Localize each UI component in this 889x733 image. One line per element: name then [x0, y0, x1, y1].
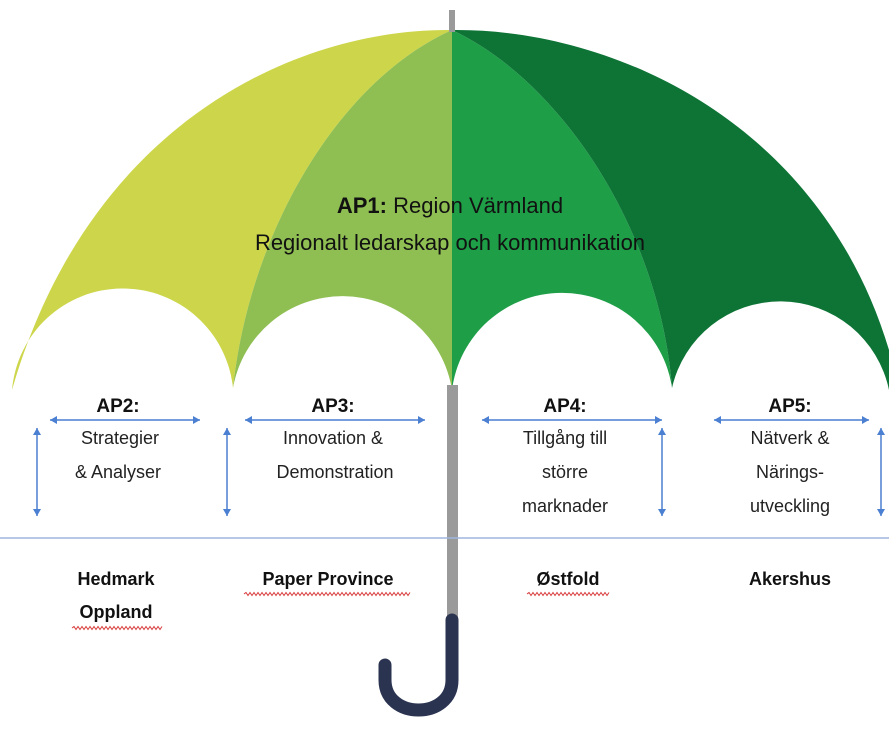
work-package-line: Strategier	[81, 428, 159, 448]
partner-line: Hedmark	[77, 569, 155, 589]
spellcheck-squiggle	[71, 625, 163, 631]
work-package-ap4: AP4: Tillgång till större marknader	[522, 396, 608, 516]
arrow-head	[862, 416, 869, 424]
partner-line: Akershus	[749, 569, 831, 589]
work-package-code: AP2:	[96, 396, 139, 417]
umbrella-tip	[449, 10, 455, 32]
partner-paper-province: Paper Province	[262, 569, 393, 589]
canopy-panel-3	[452, 30, 672, 390]
work-package-line: Nätverk &	[750, 428, 829, 448]
spellcheck-underlines	[71, 591, 610, 631]
work-package-line: Tillgång till	[523, 428, 607, 448]
canopy-title-line-1: AP1: Region Värmland	[337, 193, 563, 218]
work-package-ap3: AP3: Innovation & Demonstration	[276, 396, 393, 482]
arrow-head	[50, 416, 57, 424]
work-package-line: Demonstration	[276, 462, 393, 482]
double-arrow-vertical	[33, 428, 41, 516]
double-arrow-vertical	[658, 428, 666, 516]
canopy-title-line-2: Regionalt ledarskap och kommunikation	[255, 230, 645, 255]
arrow-head	[33, 428, 41, 435]
work-package-line: utveckling	[750, 496, 830, 516]
arrow-head	[193, 416, 200, 424]
umbrella-handle	[378, 613, 459, 717]
work-package-line: marknader	[522, 496, 608, 516]
partner-line: Østfold	[537, 569, 600, 589]
arrow-head	[658, 428, 666, 435]
work-package-line: Närings-	[756, 462, 824, 482]
partner-line: Oppland	[80, 602, 153, 622]
spellcheck-squiggle	[526, 591, 610, 597]
canopy-panel-1	[12, 29, 452, 390]
work-package-line: Innovation &	[283, 428, 383, 448]
work-package-code: AP5:	[768, 396, 811, 417]
arrow-head	[33, 509, 41, 516]
canopy-panel-4	[452, 29, 889, 390]
work-package-code: AP3:	[311, 396, 354, 417]
partner-hedmark-oppland: Hedmark Oppland	[77, 569, 155, 622]
work-package-code: AP4:	[543, 396, 586, 417]
arrow-head	[245, 416, 252, 424]
double-arrow-vertical	[877, 428, 885, 516]
double-arrow-horizontal	[482, 416, 662, 424]
partner-akershus: Akershus	[749, 569, 831, 589]
arrow-head	[223, 509, 231, 516]
canopy-title-organisation: Region Värmland	[387, 193, 563, 218]
arrow-head	[877, 509, 885, 516]
work-package-line: större	[542, 462, 588, 482]
arrow-group	[33, 416, 885, 516]
double-arrow-horizontal	[714, 416, 869, 424]
work-package-line: & Analyser	[75, 462, 161, 482]
spellcheck-squiggle	[243, 591, 411, 597]
arrow-head	[418, 416, 425, 424]
arrow-head	[482, 416, 489, 424]
double-arrow-horizontal	[245, 416, 425, 424]
canopy-panel-2	[233, 30, 452, 390]
work-package-ap5: AP5: Nätverk & Närings- utveckling	[750, 396, 830, 516]
partner-ostfold: Østfold	[537, 569, 600, 589]
arrow-head	[714, 416, 721, 424]
partner-line: Paper Province	[262, 569, 393, 589]
arrow-head	[223, 428, 231, 435]
double-arrow-horizontal	[50, 416, 200, 424]
arrow-head	[658, 509, 666, 516]
work-package-ap2: AP2: Strategier & Analyser	[75, 396, 161, 482]
double-arrow-vertical	[223, 428, 231, 516]
umbrella-shaft	[447, 385, 458, 620]
canopy-title-prefix: AP1:	[337, 193, 387, 218]
arrow-head	[655, 416, 662, 424]
arrow-head	[877, 428, 885, 435]
